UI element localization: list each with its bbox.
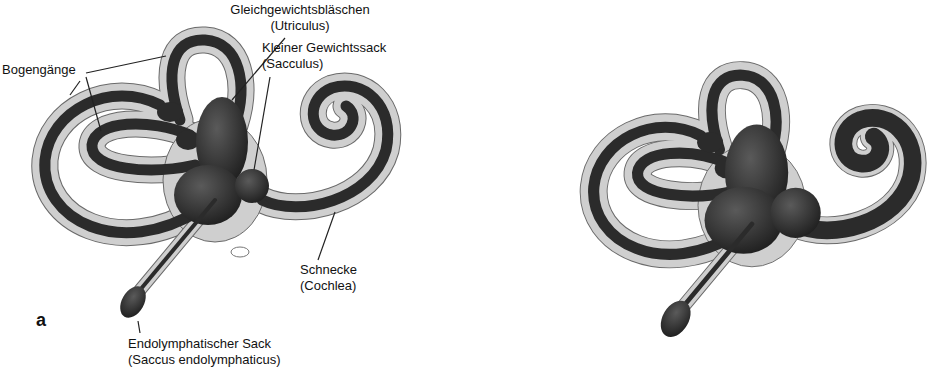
leader-line <box>70 81 80 95</box>
leader-line <box>138 321 140 333</box>
part-label: Bogengänge <box>2 62 76 78</box>
figure-letter: a <box>36 312 46 328</box>
part-label: Endolymphatischer Sack (Saccus endolymph… <box>128 336 318 368</box>
leader-line <box>86 77 101 131</box>
part-label: Kleiner Gewichtssack (Sacculus) <box>262 40 417 72</box>
leader-line <box>254 77 270 170</box>
part-label: Gleichgewichtsbläschen (Utriculus) <box>215 2 385 34</box>
leader-line <box>86 56 166 73</box>
leader-line <box>318 212 335 260</box>
part-label: Schnecke (Cochlea) <box>300 262 390 294</box>
labyrinth-dilated <box>594 75 913 342</box>
